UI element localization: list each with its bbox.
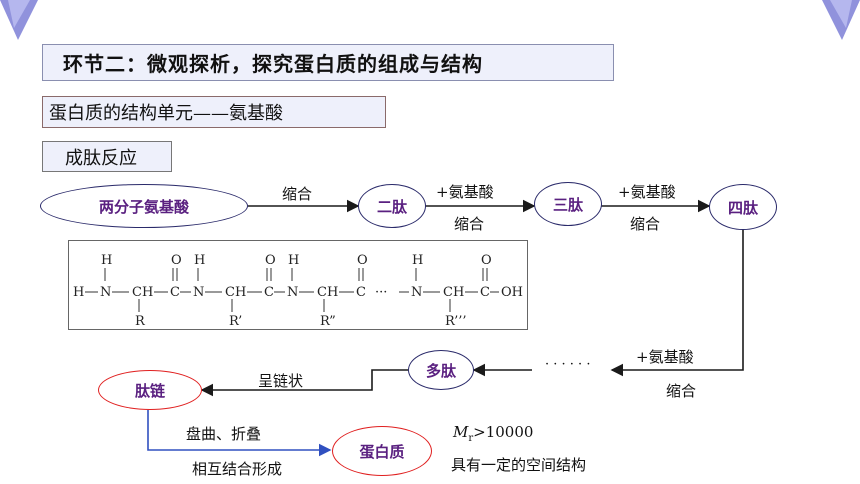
atom-n-2: N [193,285,204,300]
atom-oh: OH [501,285,523,300]
atom-h-1: H [101,253,112,268]
label-ellipsis: · · · · · · [545,357,591,372]
atom-o-1: O [171,253,182,268]
mr-symbol: M [453,423,469,441]
arrow-chain-to-protein [147,410,332,457]
section-subtitle: 蛋白质的结构单元——氨基酸 [42,96,386,128]
atom-c-4: C [480,285,490,300]
label-add-amino-acid-4: +氨基酸 [636,348,694,366]
atom-h-4: H [412,253,423,268]
node-tripeptide: 三肽 [534,182,602,226]
node-dipeptide: 二肽 [358,184,426,228]
mr-subscript: r [468,433,474,444]
label-condense-1: 缩合 [282,185,313,203]
node-peptide-chain: 肽链 [98,370,202,410]
r-group-3: R” [320,314,336,329]
atom-h-terminal: H [73,285,84,300]
label-structure-note: 具有一定的空间结构 [451,456,587,474]
atom-n-1: N [100,285,111,300]
atom-ch-2: CH [225,285,246,300]
label-condense-3: 缩合 [630,215,661,233]
r-group-2: R’ [229,314,242,329]
atom-h-2: H [194,253,205,268]
mr-value: >10000 [473,423,534,441]
atom-n-3: N [287,285,298,300]
label-molecular-mass: Mr>10000 [453,423,533,444]
node-tetrapeptide: 四肽 [709,184,777,230]
chain-dots: ··· [375,285,387,300]
corner-decoration-left [0,0,38,40]
peptide-formula-box: H O H O H O H O H N CH C N CH C N CH C ·… [68,240,528,330]
arrow-polypeptide-to-chain [200,369,408,397]
peptide-structural-formula: H O H O H O H O H N CH C N CH C N CH C ·… [73,253,523,329]
label-combine: 相互结合形成 [192,460,283,478]
atom-c-3: C [356,285,366,300]
label-condense-2: 缩合 [454,215,485,233]
node-protein: 蛋白质 [332,426,432,476]
atom-o-4: O [481,253,492,268]
r-group-4: R’’’ [445,314,466,329]
label-condense-4: 缩合 [666,382,697,400]
atom-ch-4: CH [443,285,464,300]
atom-h-3: H [288,253,299,268]
r-group-1: R [135,314,146,329]
atom-o-3: O [357,253,368,268]
label-chain-shape: 呈链状 [258,372,304,390]
atom-ch-1: CH [132,285,153,300]
atom-o-2: O [265,253,276,268]
label-add-amino-acid-2: +氨基酸 [436,183,494,201]
page-title: 环节二：微观探析，探究蛋白质的组成与结构 [42,44,614,81]
atom-ch-3: CH [317,285,338,300]
node-two-amino-acids: 两分子氨基酸 [40,184,248,228]
atom-c-1: C [170,285,180,300]
atom-c-2: C [264,285,274,300]
label-add-amino-acid-3: +氨基酸 [618,183,676,201]
label-fold: 盘曲、折叠 [186,425,262,443]
atom-n-4: N [411,285,422,300]
node-polypeptide: 多肽 [408,350,474,390]
arrow-tetrapeptide-down [610,228,744,377]
section-label: 成肽反应 [42,141,172,172]
corner-decoration-right [822,0,860,40]
